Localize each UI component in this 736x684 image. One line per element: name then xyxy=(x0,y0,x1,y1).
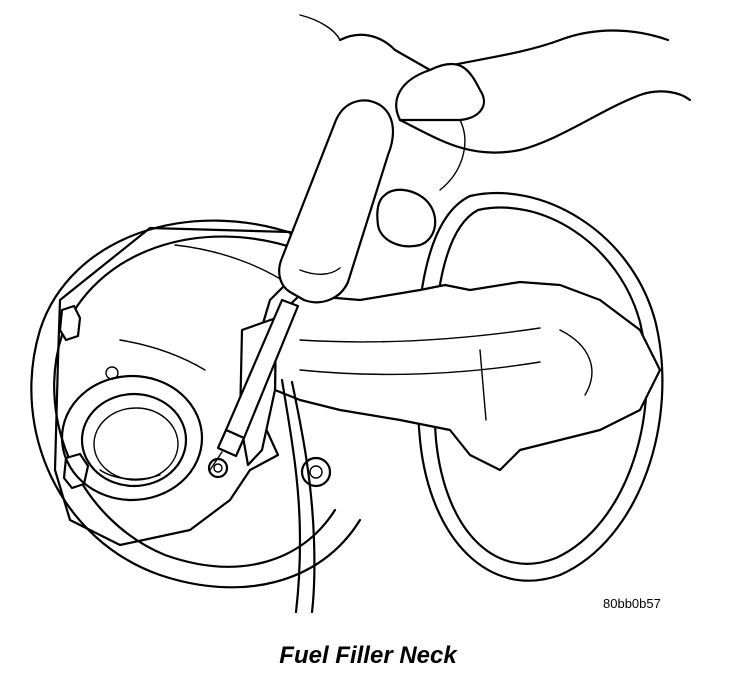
fill-tube xyxy=(280,378,316,614)
figure-caption: Fuel Filler Neck xyxy=(279,642,457,669)
filler-neck-opening xyxy=(60,374,204,502)
technician-hand xyxy=(299,14,692,248)
fuel-filler-neck-illustration xyxy=(30,14,692,614)
screwdriver xyxy=(209,99,395,471)
figure-code: 80bb0b57 xyxy=(603,596,661,611)
